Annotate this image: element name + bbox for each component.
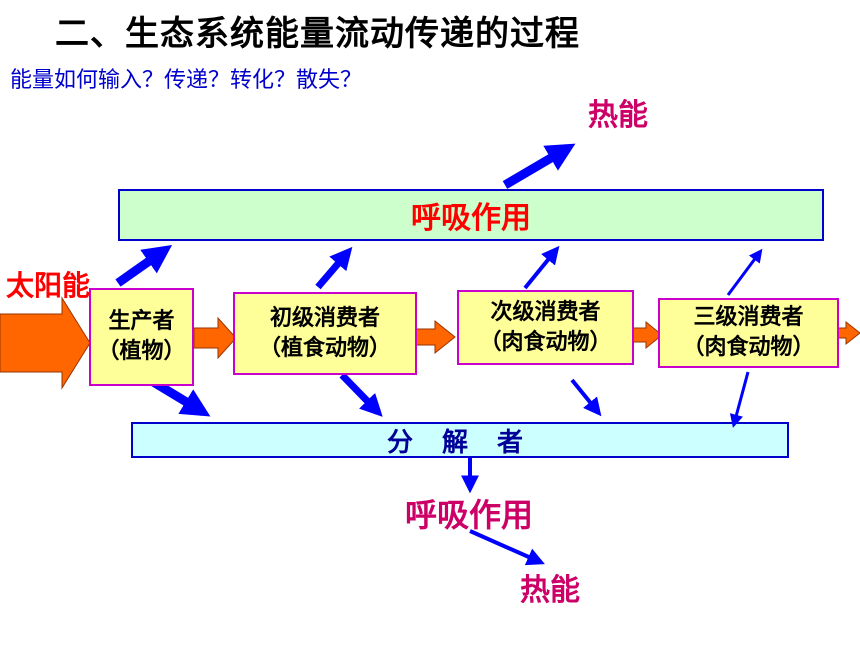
node-tertiary-consumer: 三级消费者 （肉食动物） [658, 298, 839, 368]
node-producer-line1: 生产者 [108, 309, 175, 334]
node-tertiary-line1: 三级消费者 [693, 305, 804, 330]
respiration-box-label: 呼吸作用 [411, 201, 531, 236]
node-secondary-line1: 次级消费者 [490, 299, 601, 325]
respiration-lower-label: 呼吸作用 [405, 496, 534, 534]
sun-input-arrow [0, 296, 91, 390]
decomposer-box: 分 解 者 [131, 422, 789, 458]
node-secondary-consumer: 次级消费者 （肉食动物） [457, 290, 634, 365]
arrow-primary-respiration [315, 246, 353, 290]
arrow-secondary-respiration [523, 245, 560, 290]
node-producer: 生产者 （植物） [89, 288, 194, 386]
respiration-box: 呼吸作用 [118, 189, 824, 241]
arrow-tertiary-respiration [726, 248, 763, 296]
page-title: 二、生态系统能量流动传递的过程 [55, 14, 580, 54]
arrow-producer-respiration [115, 245, 173, 287]
node-tertiary-line2: （肉食动物） [682, 335, 815, 360]
heat-label-bottom: 热能 [520, 573, 580, 608]
arrow-tertiary-decomposer [729, 371, 750, 428]
node-primary-line1: 初级消费者 [269, 305, 380, 331]
arrow-primary-decomposer [339, 372, 383, 417]
node-producer-line2: （植物） [97, 339, 186, 364]
node-primary-line2: （植食动物） [258, 335, 391, 361]
question-text: 能量如何输入？传递？转化？散失？ [10, 68, 363, 93]
flow-arrow-1 [193, 316, 237, 360]
arrow-secondary-decomposer [570, 378, 602, 417]
arrow-respiration-heat [502, 143, 576, 189]
node-secondary-line2: （肉食动物） [479, 329, 612, 355]
decomposer-label: 分 解 者 [386, 427, 534, 458]
heat-label-top: 热能 [588, 98, 648, 133]
node-primary-consumer: 初级消费者 （植食动物） [233, 292, 417, 375]
sun-energy-label: 太阳能 [6, 269, 91, 302]
arrow-lower-respiration-heat [469, 529, 545, 566]
